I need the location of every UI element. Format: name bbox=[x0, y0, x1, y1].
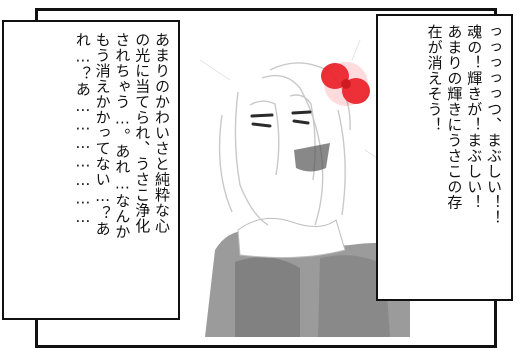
narration-box-left: あまりのかわいさと純粋な心 の光に当てられ、うさこ浄化 されちゃう…。あれ…なん… bbox=[2, 20, 180, 320]
comic-page: あまりのかわいさと純粋な心 の光に当てられ、うさこ浄化 されちゃう…。あれ…なん… bbox=[2, 8, 513, 348]
neck-shadow bbox=[294, 143, 330, 172]
caption-line: あまりの輝きにうさこの存 bbox=[445, 24, 464, 210]
caption-line: あまりのかわいさと純粋な心 bbox=[153, 32, 171, 234]
caption-line: 魂の！輝きが！まぶしい！ bbox=[465, 24, 484, 210]
narration-text-right: っっっっっつ、まぶしい！！ 魂の！輝きが！まぶしい！ あまりの輝きにうさこの存 … bbox=[424, 24, 503, 300]
caption-line: っっっっっつ、まぶしい！！ bbox=[485, 24, 503, 226]
caption-line: 在が消えそう！ bbox=[425, 24, 444, 133]
caption-line: されちゃう…。あれ…なんか bbox=[113, 32, 132, 240]
collar bbox=[237, 217, 346, 259]
finger-marks bbox=[250, 110, 312, 128]
hands-sketch bbox=[218, 62, 351, 226]
caption-line: れ…？あ………………… bbox=[73, 32, 92, 227]
red-bow-icon bbox=[321, 62, 370, 106]
comic-illustration bbox=[199, 39, 410, 337]
caption-line: もう消えかかってない…？あ bbox=[93, 32, 112, 237]
caption-line: の光に当てられ、うさこ浄化 bbox=[133, 32, 152, 234]
narration-text-left: あまりのかわいさと純粋な心 の光に当てられ、うさこ浄化 されちゃう…。あれ…なん… bbox=[72, 32, 171, 314]
narration-box-right: っっっっっつ、まぶしい！！ 魂の！輝きが！まぶしい！ あまりの輝きにうさこの存 … bbox=[376, 14, 513, 301]
